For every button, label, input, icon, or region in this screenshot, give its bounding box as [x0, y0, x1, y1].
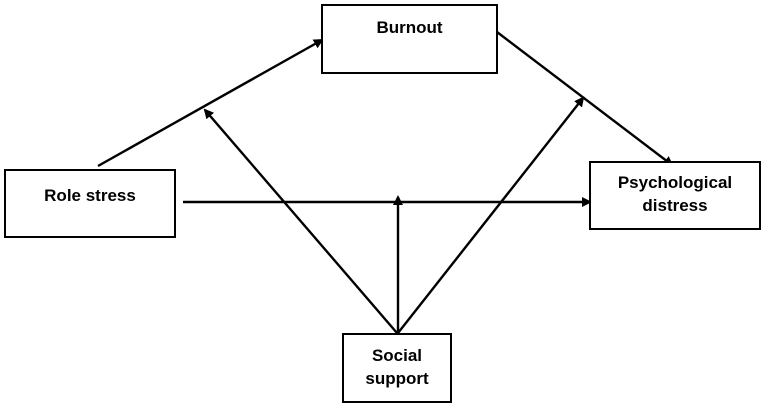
node-psychological-distress-label-line1: Psychological [618, 173, 732, 192]
node-social-support: Social support [342, 333, 452, 403]
node-burnout-label: Burnout [376, 18, 442, 37]
node-social-support-label-line1: Social [372, 346, 422, 365]
node-social-support-label-line2: support [365, 369, 429, 388]
arrow-social-support-moderates-role-stress-burnout [203, 108, 398, 334]
arrow-social-support-moderates-burnout-distress [397, 96, 585, 334]
node-role-stress-label: Role stress [44, 186, 136, 205]
node-burnout: Burnout [321, 4, 498, 74]
node-role-stress: Role stress [4, 169, 176, 238]
arrow-role-stress-to-burnout [97, 38, 324, 168]
node-psychological-distress: Psychological distress [589, 161, 761, 230]
arrow-burnout-to-psychological-distress [496, 31, 674, 167]
node-psychological-distress-label-line2: distress [642, 196, 707, 215]
